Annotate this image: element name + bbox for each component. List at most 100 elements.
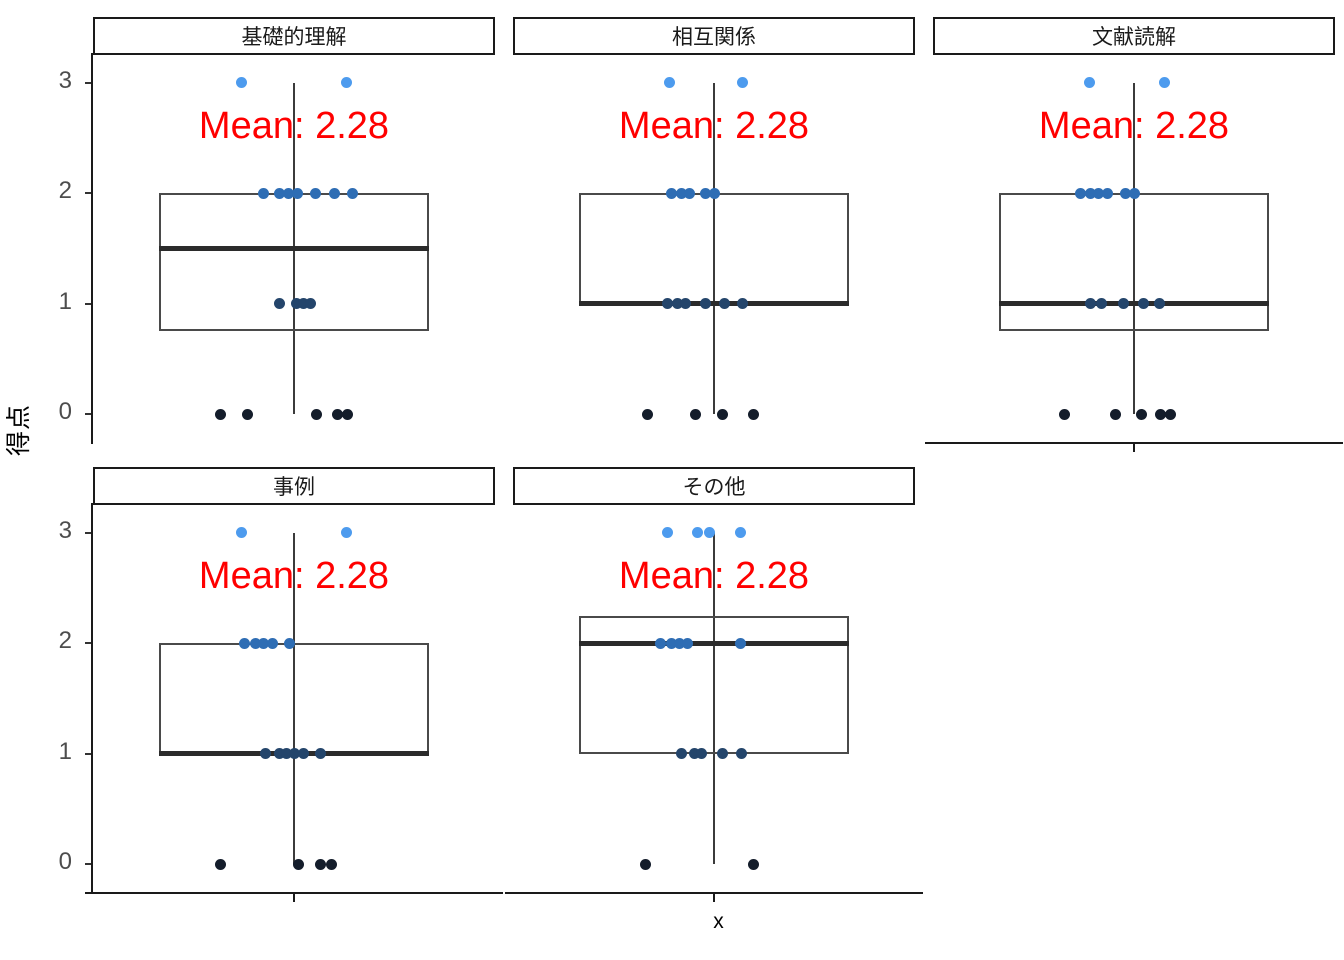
data-point xyxy=(699,298,711,310)
data-point xyxy=(258,187,270,199)
y-tick-mark xyxy=(85,863,91,866)
boxplot-whisker xyxy=(713,82,715,415)
data-point xyxy=(708,187,720,199)
data-point xyxy=(664,77,676,89)
data-point xyxy=(1085,187,1097,199)
boxplot-median-line xyxy=(999,301,1269,307)
y-tick-label: 0 xyxy=(58,398,72,426)
data-point xyxy=(747,408,759,420)
y-axis-line xyxy=(91,53,93,444)
data-point xyxy=(258,637,270,649)
data-point xyxy=(642,408,654,420)
y-tick-mark xyxy=(85,752,91,755)
data-point xyxy=(655,637,667,649)
data-point xyxy=(284,637,296,649)
y-tick-mark xyxy=(85,531,91,534)
data-point xyxy=(662,527,674,539)
data-point xyxy=(662,298,674,310)
data-point xyxy=(1110,408,1122,420)
data-point xyxy=(1095,298,1107,310)
data-point xyxy=(236,527,248,539)
data-point xyxy=(675,748,687,760)
y-tick-mark xyxy=(85,192,91,195)
data-point xyxy=(699,187,711,199)
mean-annotation: Mean: 2.28 xyxy=(618,104,810,147)
data-point xyxy=(679,298,691,310)
data-point xyxy=(716,408,728,420)
mean-annotation: Mean: 2.28 xyxy=(618,554,810,597)
data-point xyxy=(250,637,262,649)
boxplot-box xyxy=(159,643,429,754)
x-axis-line xyxy=(85,892,503,894)
data-point xyxy=(340,527,352,539)
data-point xyxy=(304,298,316,310)
y-tick-label: 2 xyxy=(58,177,72,205)
x-axis-tick xyxy=(1133,444,1135,452)
data-point xyxy=(689,748,701,760)
facet-strip-label: 基礎的理解 xyxy=(93,17,495,55)
y-tick-label: 3 xyxy=(58,516,72,544)
y-tick-mark xyxy=(85,302,91,305)
data-point xyxy=(1119,187,1131,199)
data-point xyxy=(297,748,309,760)
y-tick-label: 1 xyxy=(58,737,72,765)
y-axis-title: 得点 xyxy=(0,0,34,860)
y-tick-mark xyxy=(85,81,91,84)
boxplot-box xyxy=(999,193,1269,332)
data-point xyxy=(314,748,326,760)
data-point xyxy=(309,187,321,199)
data-point xyxy=(735,748,747,760)
data-point xyxy=(734,637,746,649)
data-point xyxy=(1137,298,1149,310)
mean-annotation: Mean: 2.28 xyxy=(1038,104,1230,147)
facet-strip-label: その他 xyxy=(513,467,915,505)
data-point xyxy=(640,858,652,870)
y-tick-label: 1 xyxy=(58,287,72,315)
data-point xyxy=(215,408,227,420)
data-point xyxy=(346,187,358,199)
data-point xyxy=(734,527,746,539)
facet-strip-label: 文献読解 xyxy=(933,17,1335,55)
boxplot-whisker xyxy=(1133,82,1135,415)
data-point xyxy=(1085,298,1097,310)
data-point xyxy=(325,858,337,870)
data-point xyxy=(1128,187,1140,199)
x-axis-tick xyxy=(293,894,295,902)
data-point xyxy=(747,858,759,870)
boxplot-whisker xyxy=(293,532,295,865)
data-point xyxy=(293,858,305,870)
facet-panel: その他 Mean: 2.28 xyxy=(513,467,915,892)
data-point xyxy=(1154,408,1166,420)
y-axis-title-text: 得点 xyxy=(5,403,34,457)
boxplot-median-line xyxy=(159,246,429,251)
data-point xyxy=(692,527,704,539)
data-point xyxy=(1153,298,1165,310)
data-point xyxy=(273,298,285,310)
data-point xyxy=(736,77,748,89)
data-point xyxy=(1084,77,1096,89)
data-point xyxy=(310,408,322,420)
y-tick-label: 3 xyxy=(58,66,72,94)
data-point xyxy=(236,77,248,89)
x-axis-line xyxy=(505,892,923,894)
data-point xyxy=(666,187,678,199)
data-point xyxy=(274,748,286,760)
y-tick-label: 2 xyxy=(58,627,72,655)
boxplot-box xyxy=(159,193,429,332)
boxplot-median-line xyxy=(579,301,849,307)
y-axis-line xyxy=(91,503,93,894)
data-point xyxy=(341,408,353,420)
data-point xyxy=(690,408,702,420)
data-point xyxy=(328,187,340,199)
boxplot-median-line xyxy=(579,640,849,646)
data-point xyxy=(242,408,254,420)
data-point xyxy=(314,858,326,870)
data-point xyxy=(666,637,678,649)
data-point xyxy=(289,748,301,760)
data-point xyxy=(671,298,683,310)
panel-plot-area: Mean: 2.28 xyxy=(93,55,495,442)
